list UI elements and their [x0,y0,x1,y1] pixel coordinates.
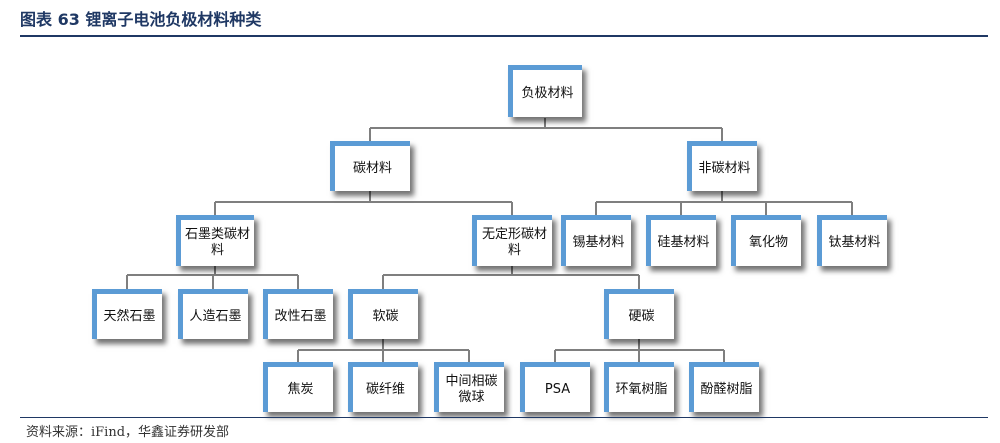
bottom-rule [20,417,988,418]
node-silicon-based: 硅基材料 [646,215,716,266]
connector-hard [554,339,725,362]
node-tin-based: 锡基材料 [561,215,631,266]
connector-carbon [214,191,513,215]
node-psa: PSA [520,362,590,412]
node-oxide: 氧化物 [731,215,801,266]
connector-noncarbon [595,191,853,215]
connector-graphite [126,266,299,289]
node-titanium-based: 钛基材料 [817,215,887,266]
source-note: 资料来源：iFind，华鑫证券研发部 [26,425,230,440]
node-mesocarbon-microbeads: 中间相碳微球 [434,362,504,412]
node-epoxy-resin: 环氧树脂 [604,362,674,412]
connector-soft [297,339,470,362]
node-amorphous-carbon: 无定形碳材料 [472,215,552,266]
node-noncarbon-material: 非碳材料 [687,141,757,191]
node-phenolic-resin: 酚醛树脂 [689,362,759,412]
node-carbon-fiber: 碳纤维 [348,362,418,412]
figure-title: 图表 63 锂离子电池负极材料种类 [20,10,262,29]
node-hard-carbon: 硬碳 [604,289,674,339]
connector-amorphous [382,266,640,289]
node-anode-material: 负极材料 [508,65,582,117]
node-natural-graphite: 天然石墨 [92,289,162,339]
node-carbon-material: 碳材料 [330,141,410,191]
node-coke: 焦炭 [263,362,333,412]
node-modified-graphite: 改性石墨 [263,289,333,339]
title-rule [20,35,988,37]
node-soft-carbon: 软碳 [348,289,418,339]
connector-root [369,118,723,141]
node-graphite-carbon: 石墨类碳材料 [176,215,254,266]
node-artificial-graphite: 人造石墨 [178,289,248,339]
